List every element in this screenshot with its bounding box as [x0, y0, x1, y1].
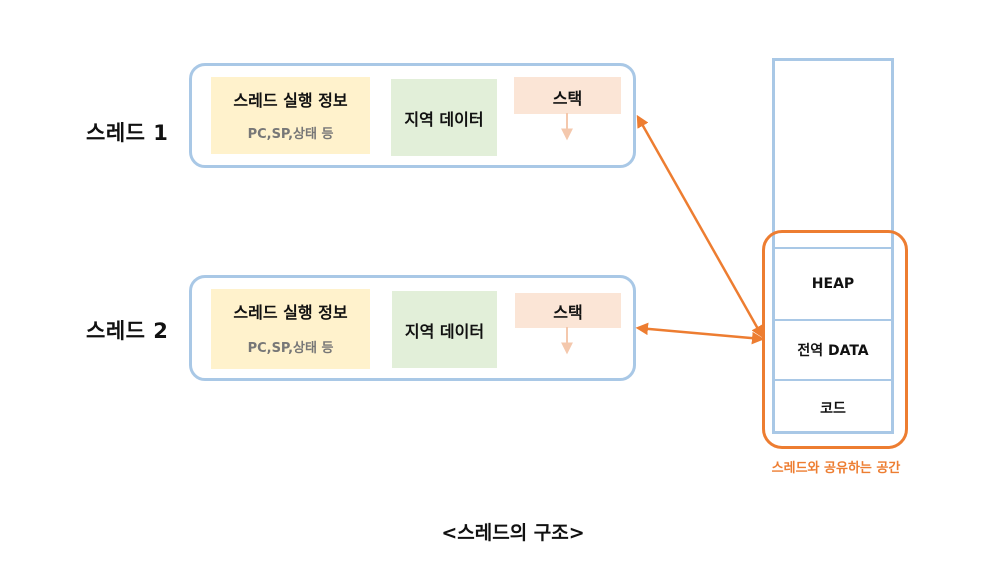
thread-2-exec-info-sub: PC,SP,상태 등	[247, 341, 334, 356]
memory-global-data-label: 전역 DATA	[797, 343, 869, 359]
memory-global-data-segment: 전역 DATA	[775, 319, 891, 379]
memory-code-segment: 코드	[775, 379, 891, 434]
thread-2-stack: 스택	[515, 293, 621, 328]
thread-1-exec-info-title: 스레드 실행 정보	[233, 91, 348, 110]
thread-1-exec-info-sub: PC,SP,상태 등	[247, 127, 334, 142]
memory-heap-label: HEAP	[811, 276, 855, 292]
memory-code-label: 코드	[820, 400, 846, 417]
shared-region-label: 스레드와 공유하는 공간	[771, 461, 901, 476]
thread-2-box: 스레드 실행 정보 PC,SP,상태 등 지역 데이터 스택	[189, 275, 636, 381]
thread-2-label: 스레드 2	[86, 319, 169, 343]
thread-1-stack-label: 스택	[552, 89, 583, 108]
thread-2-exec-info: 스레드 실행 정보 PC,SP,상태 등	[211, 289, 370, 369]
figure-caption: <스레드의 구조>	[441, 522, 585, 544]
memory-heap-segment: HEAP	[775, 247, 891, 319]
thread-2-local-data: 지역 데이터	[392, 291, 497, 368]
thread-2-shared-arrow	[635, 322, 765, 345]
thread-1-local-data: 지역 데이터	[391, 79, 497, 156]
thread-2-local-data-label: 지역 데이터	[404, 321, 485, 341]
thread-1-box: 스레드 실행 정보 PC,SP,상태 등 지역 데이터 스택	[189, 63, 636, 168]
thread-1-stack: 스택	[514, 77, 621, 114]
thread-1-local-data-label: 지역 데이터	[404, 109, 484, 129]
thread-2-exec-info-title: 스레드 실행 정보	[233, 303, 348, 322]
thread-2-stack-label: 스택	[553, 303, 583, 322]
thread-1-exec-info: 스레드 실행 정보 PC,SP,상태 등	[211, 77, 370, 154]
thread-1-label: 스레드 1	[86, 121, 169, 145]
thread-1-shared-arrow	[636, 114, 764, 339]
